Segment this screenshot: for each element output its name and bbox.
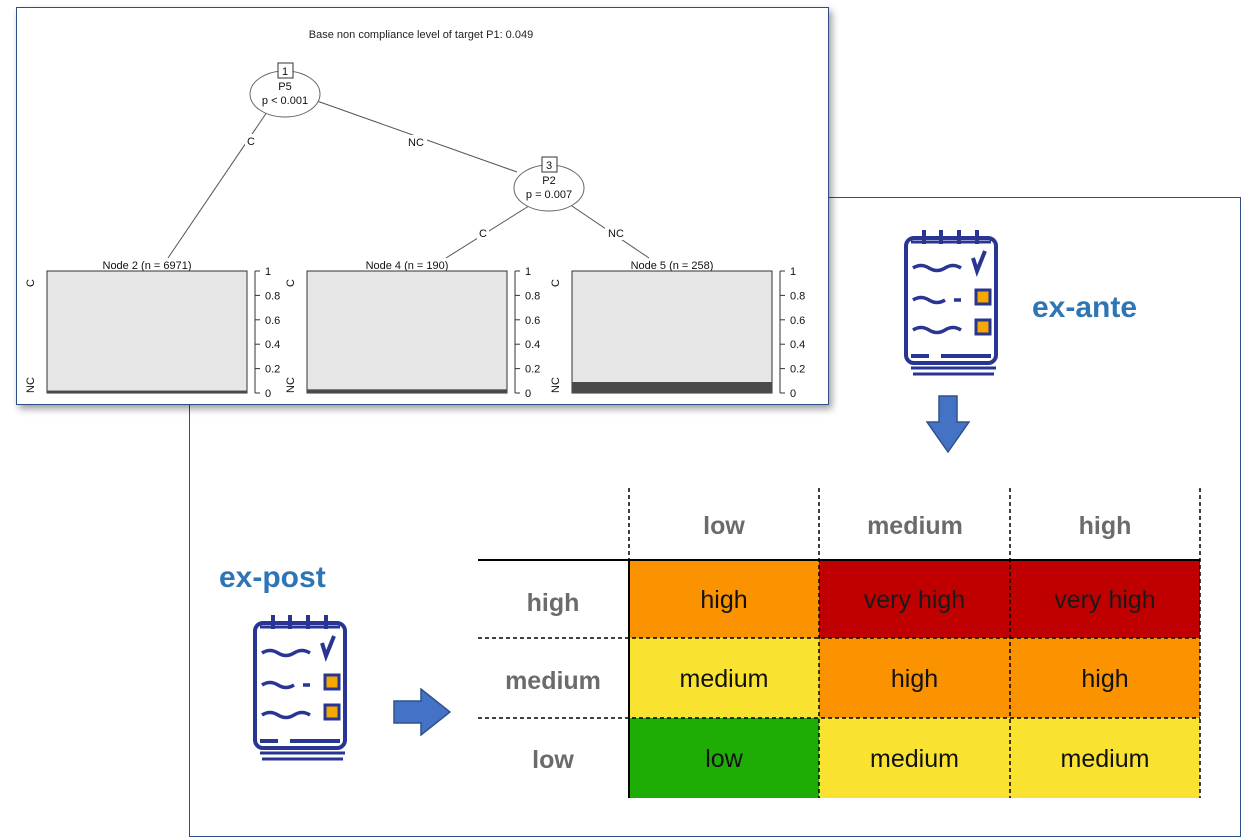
row-header-high: high bbox=[527, 589, 580, 617]
matrix-cell-text: medium bbox=[1061, 745, 1150, 773]
axis-label-nc: NC bbox=[285, 377, 297, 393]
arrow-right-icon bbox=[393, 688, 451, 736]
checklist-icon bbox=[253, 615, 347, 761]
axis-label-c: C bbox=[550, 279, 562, 287]
terminal-label: Node 4 (n = 190) bbox=[366, 260, 449, 272]
edge-label-nc-right: NC bbox=[608, 228, 624, 240]
tick-label: 0.4 bbox=[790, 339, 805, 351]
checklist-icon bbox=[904, 230, 998, 376]
matrix-cell-text: medium bbox=[870, 745, 959, 773]
matrix-cell-text: low bbox=[705, 745, 743, 773]
tick-label: 0.6 bbox=[525, 315, 540, 327]
row-header-medium: medium bbox=[505, 667, 601, 695]
col-header-medium: medium bbox=[867, 512, 963, 540]
matrix-cell: low bbox=[629, 718, 819, 798]
terminal-label: Node 2 (n = 6971) bbox=[103, 260, 192, 272]
tick-label: 0.2 bbox=[790, 364, 805, 376]
tick-label: 0 bbox=[790, 388, 796, 400]
bar-compliant bbox=[306, 270, 508, 394]
matrix-cell: medium bbox=[1010, 718, 1200, 798]
tick-label: 1 bbox=[265, 266, 271, 278]
decision-tree-svg: Base non compliance level of target P1: … bbox=[25, 29, 805, 400]
axis-label-nc: NC bbox=[25, 377, 37, 393]
tick-label: 0.6 bbox=[265, 315, 280, 327]
terminal-node-2: Node 4 (n = 190) C NC 1 0.8 0.6 0.4 0.2 0 bbox=[285, 260, 540, 400]
node-1-pvalue: p < 0.001 bbox=[262, 95, 308, 107]
tick-label: 0.8 bbox=[790, 290, 805, 302]
bar-compliant bbox=[571, 270, 773, 394]
matrix-cell-text: medium bbox=[680, 665, 769, 693]
tick-label: 0 bbox=[265, 388, 271, 400]
col-header-low: low bbox=[703, 512, 745, 540]
axis-label-c: C bbox=[285, 279, 297, 287]
col-header-high: high bbox=[1079, 512, 1132, 540]
bar-noncompliant bbox=[572, 382, 772, 393]
node-3-id: 3 bbox=[546, 160, 552, 172]
tick-label: 0.2 bbox=[525, 364, 540, 376]
axis-label-c: C bbox=[25, 279, 37, 287]
tree-node-1: 1 P5 p < 0.001 bbox=[249, 62, 321, 118]
edge-label-c-left: C bbox=[247, 136, 255, 148]
tree-title: Base non compliance level of target P1: … bbox=[309, 29, 533, 41]
tick-label: 1 bbox=[525, 266, 531, 278]
matrix-cell-text: very high bbox=[864, 586, 965, 614]
matrix-cell: medium bbox=[819, 718, 1010, 798]
tick-label: 0.8 bbox=[265, 290, 280, 302]
tree-node-3: 3 P2 p = 0.007 bbox=[513, 156, 585, 212]
matrix-cell: medium bbox=[629, 638, 819, 718]
matrix-cell: high bbox=[819, 638, 1010, 718]
matrix-cell-text: high bbox=[700, 586, 747, 614]
terminal-node-1: Node 2 (n = 6971) C NC 1 0.8 0.6 0.4 0.2 0 bbox=[25, 260, 280, 400]
tick-label: 1 bbox=[790, 266, 796, 278]
matrix-cell-text: high bbox=[1081, 665, 1128, 693]
node-3-pvalue: p = 0.007 bbox=[526, 189, 572, 201]
tick-label: 0 bbox=[525, 388, 531, 400]
matrix-cell: high bbox=[1010, 638, 1200, 718]
ex-ante-label: ex-ante bbox=[1032, 291, 1138, 324]
tick-label: 0.2 bbox=[265, 364, 280, 376]
bar-noncompliant bbox=[47, 390, 247, 393]
edge-label-nc-top: NC bbox=[408, 137, 424, 149]
edge-1-2 bbox=[167, 111, 268, 259]
terminal-label: Node 5 (n = 258) bbox=[631, 260, 714, 272]
matrix-cell-text: very high bbox=[1054, 586, 1155, 614]
axis-label-nc: NC bbox=[550, 377, 562, 393]
decision-tree-card: Base non compliance level of target P1: … bbox=[16, 7, 829, 405]
tick-label: 0.8 bbox=[525, 290, 540, 302]
node-1-id: 1 bbox=[282, 66, 288, 78]
bar-compliant bbox=[46, 270, 248, 394]
terminal-node-3: Node 5 (n = 258) C NC 1 0.8 0.6 0.4 0.2 0 bbox=[550, 260, 805, 400]
arrow-down-icon bbox=[926, 395, 970, 453]
node-3-var: P2 bbox=[542, 175, 555, 187]
row-header-low: low bbox=[532, 746, 574, 774]
tick-label: 0.6 bbox=[790, 315, 805, 327]
node-1-var: P5 bbox=[278, 81, 291, 93]
matrix-cell: high bbox=[629, 560, 819, 638]
edge-label-c-right: C bbox=[479, 228, 487, 240]
tick-label: 0.4 bbox=[265, 339, 280, 351]
matrix-cell: very high bbox=[1010, 560, 1200, 638]
risk-matrix: high very high very high medium high high low m… bbox=[478, 488, 1201, 798]
ex-post-label: ex-post bbox=[219, 561, 326, 594]
matrix-cell-text: high bbox=[891, 665, 938, 693]
bar-noncompliant bbox=[307, 389, 507, 393]
tick-label: 0.4 bbox=[525, 339, 540, 351]
matrix-cell: very high bbox=[819, 560, 1010, 638]
